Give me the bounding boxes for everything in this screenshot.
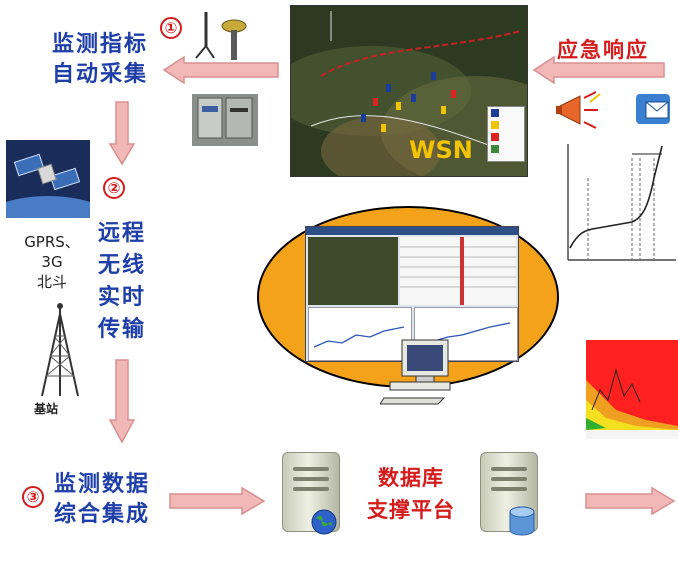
step-1-line1: 监测指标 bbox=[52, 32, 149, 57]
alarm-icons bbox=[556, 91, 670, 129]
base-station-tower-icon bbox=[41, 303, 79, 397]
step-1-label: 监测指标 自动采集 bbox=[52, 30, 148, 90]
database-platform-label: 数据库 支撑平台 bbox=[356, 462, 466, 526]
emergency-response-label: 应急响应 bbox=[557, 38, 649, 62]
step-2-number: ② bbox=[103, 177, 125, 199]
transmission-gprs: GPRS、 bbox=[24, 233, 80, 251]
arrow-map-to-collection bbox=[162, 55, 279, 85]
globe-icon bbox=[311, 509, 337, 535]
arrow-transmission-to-integration bbox=[108, 359, 136, 444]
sensor-devices-icon bbox=[192, 12, 258, 146]
deformation-curve-icon bbox=[567, 144, 676, 261]
step-2-line2: 无线 bbox=[98, 253, 147, 278]
desktop-computer-icon bbox=[380, 339, 451, 405]
database-cylinder-icon bbox=[509, 506, 535, 536]
wsn-map: WSN bbox=[290, 5, 528, 177]
step-1-line2: 自动采集 bbox=[52, 62, 149, 87]
arrow-integration-to-database bbox=[169, 486, 266, 516]
step-2-label: 远程 无线 实时 传输 bbox=[98, 218, 146, 346]
map-legend bbox=[487, 106, 525, 162]
step-2-line3: 实时 bbox=[98, 285, 147, 310]
base-station-label: 基站 bbox=[34, 402, 59, 416]
database-line1: 数据库 bbox=[378, 466, 444, 490]
step-3-line1: 监测数据 bbox=[54, 472, 151, 497]
satellite-icon bbox=[6, 140, 90, 218]
step-3-number: ③ bbox=[22, 486, 44, 508]
arrow-collection-to-transmission bbox=[108, 101, 136, 166]
transmission-3g: 3G bbox=[41, 253, 63, 271]
database-line2: 支撑平台 bbox=[367, 498, 455, 522]
step-2-line1: 远程 bbox=[98, 221, 147, 246]
megaphone-icon bbox=[556, 91, 601, 129]
message-icon bbox=[636, 94, 670, 124]
transmission-beidou: 北斗 bbox=[36, 273, 67, 291]
step-2-line4: 传输 bbox=[98, 317, 147, 342]
arrow-database-to-output bbox=[585, 486, 676, 516]
risk-heatmap-icon bbox=[586, 340, 678, 439]
step-3-line2: 综合集成 bbox=[54, 502, 151, 527]
arrow-emergency-to-map bbox=[532, 55, 665, 85]
step-3-label: 监测数据 综合集成 bbox=[54, 470, 150, 530]
wsn-label: WSN bbox=[409, 136, 473, 164]
transmission-tech: GPRS、 3G 北斗 bbox=[20, 232, 84, 292]
step-1-number: ① bbox=[160, 17, 182, 39]
